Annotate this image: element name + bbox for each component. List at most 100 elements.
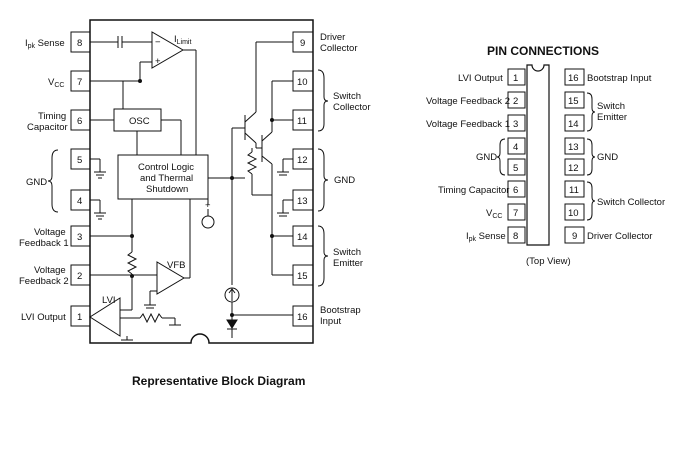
dip-pin-13: 13: [568, 142, 579, 153]
pin-number-10: 10: [297, 77, 308, 88]
label-timing-1: Timing: [38, 111, 66, 122]
label-switch-coll-1: Switch: [333, 91, 361, 102]
pin-number-3: 3: [77, 232, 82, 243]
pin-connections: PIN CONNECTIONS 1 2 3 4 5 6 7 8 16 15 14…: [426, 44, 665, 267]
left-labels: Ipk Sense VCC Timing Capacitor GND Volta…: [19, 38, 69, 323]
dip-brace-right-coll: [586, 181, 596, 221]
pin-box-16: [292, 305, 314, 327]
dip-pin-1: 1: [513, 73, 518, 84]
pin-number-8: 8: [77, 38, 82, 49]
dip-label-switch-emit-2: Emitter: [597, 112, 627, 123]
dip-label-switch-emit-1: Switch: [597, 101, 625, 112]
label-switch-coll-2: Collector: [333, 102, 371, 113]
dip-pin-6: 6: [513, 185, 518, 196]
dip-pin-11: 11: [569, 185, 579, 196]
dip-label-1: LVI Output: [458, 73, 503, 84]
ilimit-label: ILimit: [174, 34, 191, 46]
dip-pin-14: 14: [568, 119, 579, 130]
control-label-1: Control Logic: [138, 162, 194, 173]
label-driver-1: Driver: [320, 32, 345, 43]
dip-label-9: Driver Collector: [587, 231, 652, 242]
osc-label: OSC: [129, 116, 150, 127]
bootstrap-diode: [226, 319, 238, 329]
dip-left-pins: 1 2 3 4 5 6 7 8: [507, 68, 526, 244]
dip-pin-4: 4: [513, 142, 518, 153]
dip-right-pins: 16 15 14 13 12 11 10 9: [564, 68, 585, 244]
dip-pin-5: 5: [513, 163, 518, 174]
ilimit-plus: +: [155, 56, 161, 67]
dip-label-gnd: GND: [476, 152, 497, 163]
dip-brace-right-emit: [586, 92, 596, 132]
pin-number-14: 14: [297, 232, 308, 243]
pin-number-11: 11: [297, 116, 307, 127]
label-vcc: VCC: [48, 77, 64, 89]
dip-package: [526, 64, 550, 246]
dip-brace-left-gnd: [496, 138, 506, 176]
pin-number-15: 15: [297, 271, 308, 282]
dip-label-2: Voltage Feedback 2: [426, 96, 510, 107]
block-diagram: 8 7 6 5 4 3 2 1 9 10 11 12 1: [19, 19, 371, 388]
label-timing-2: Capacitor: [27, 122, 68, 133]
resistor-divider: [126, 251, 138, 275]
ilimit-amplifier: [151, 31, 184, 69]
dip-pin-10: 10: [568, 208, 579, 219]
pin-number-1: 1: [77, 312, 82, 323]
dip-pin-7: 7: [513, 208, 518, 219]
vfb-label: VFB: [167, 260, 185, 271]
pin-number-5: 5: [77, 155, 82, 166]
block-diagram-caption: Representative Block Diagram: [132, 374, 305, 388]
ic-outline: [89, 19, 314, 344]
label-vfb2-1: Voltage: [34, 265, 66, 276]
internal-circuit: − + ILimit OSC Control Logic and Th: [89, 31, 293, 341]
label-gnd-left: GND: [26, 177, 47, 188]
label-vfb2-2: Feedback 2: [19, 276, 69, 287]
lvi-amplifier: [89, 297, 121, 337]
pin-number-16: 16: [297, 312, 308, 323]
pin-connections-title: PIN CONNECTIONS: [487, 44, 599, 58]
dip-label-vcc: VCC: [486, 208, 502, 220]
pin-number-9: 9: [300, 38, 305, 49]
pin-box-1: [70, 305, 91, 327]
label-ipk-sense: Ipk Sense: [25, 38, 65, 50]
label-gnd-right: GND: [334, 175, 355, 186]
label-vfb1-2: Feedback 1: [19, 238, 69, 249]
label-vfb1-1: Voltage: [34, 227, 66, 238]
top-view-label: (Top View): [526, 256, 571, 267]
current-source-1: [201, 215, 215, 229]
brace-right-switch-emit: [317, 225, 329, 287]
pin-number-4: 4: [77, 196, 82, 207]
pin-number-2: 2: [77, 271, 82, 282]
pin-number-13: 13: [297, 196, 308, 207]
dip-label-switch-coll: Switch Collector: [597, 197, 665, 208]
label-lvi-output: LVI Output: [21, 312, 66, 323]
label-bootstrap-1: Bootstrap: [320, 305, 361, 316]
pin-number-7: 7: [77, 77, 82, 88]
right-pins: 9 10 11 12 13 14 15 16: [292, 31, 314, 327]
brace-right-gnd: [317, 148, 329, 212]
label-bootstrap-2: Input: [320, 316, 341, 327]
brace-right-switch-coll: [317, 69, 329, 132]
dip-label-ipk: Ipk Sense: [466, 231, 506, 243]
dip-pin-15: 15: [568, 96, 579, 107]
label-driver-2: Collector: [320, 43, 358, 54]
dip-brace-right-gnd: [586, 138, 596, 176]
left-pins: 8 7 6 5 4 3 2 1: [70, 31, 91, 327]
dip-label-gnd-right: GND: [597, 152, 618, 163]
vfb-amplifier: [156, 261, 185, 295]
right-labels: Driver Collector Switch Collector GND Sw…: [320, 32, 371, 327]
dip-pin-2: 2: [513, 96, 518, 107]
dip-pin-3: 3: [513, 119, 518, 130]
pin-number-12: 12: [297, 155, 308, 166]
dip-pin-12: 12: [568, 163, 579, 174]
dip-pin-16: 16: [568, 73, 579, 84]
dip-pin-9: 9: [572, 231, 577, 242]
ilimit-minus: −: [155, 37, 161, 48]
label-switch-emit-2: Emitter: [333, 258, 363, 269]
control-logic-block: [117, 154, 209, 200]
dip-label-6: Timing Capacitor: [438, 185, 509, 196]
control-label-3: Shutdown: [146, 184, 188, 195]
label-switch-emit-1: Switch: [333, 247, 361, 258]
svg-text:+: +: [205, 200, 211, 211]
dip-label-16: Bootstrap Input: [587, 73, 652, 84]
